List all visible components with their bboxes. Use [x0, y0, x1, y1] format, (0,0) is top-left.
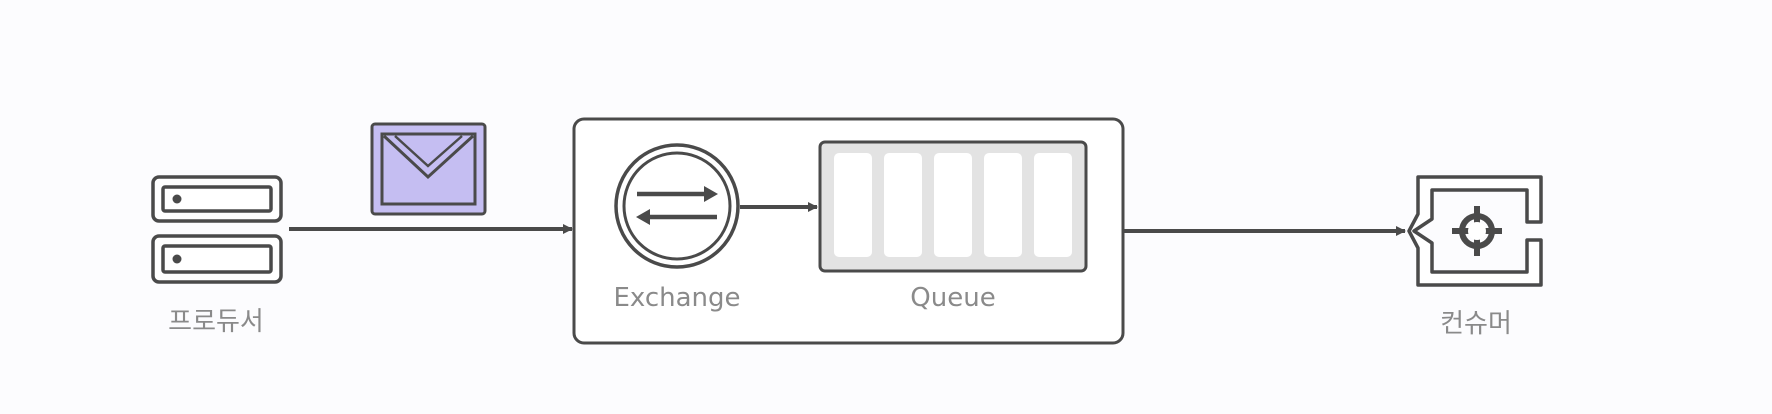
queue-slot	[884, 153, 922, 257]
envelope-icon	[370, 122, 487, 216]
queue-slot	[934, 153, 972, 257]
consumer-label: 컨슈머	[1440, 309, 1512, 339]
swap-arrows-icon	[614, 143, 740, 269]
queue-icon	[818, 140, 1088, 273]
consumer-icon	[1407, 175, 1543, 287]
queue-slot	[1034, 153, 1072, 257]
producer-label: 프로듀서	[168, 307, 264, 337]
exchange-label: Exchange	[613, 283, 740, 313]
queue-slot	[834, 153, 872, 257]
queue-slots	[834, 153, 1072, 257]
queue-label: Queue	[910, 283, 995, 313]
server-icon	[151, 175, 283, 284]
queue-slot	[984, 153, 1022, 257]
